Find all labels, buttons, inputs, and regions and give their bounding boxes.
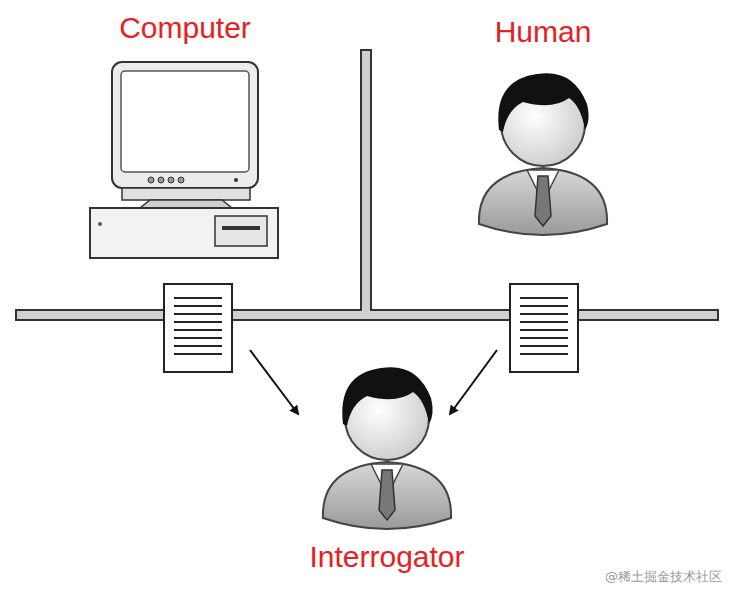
human-figure [479, 73, 607, 235]
watermark: @稀土掘金技术社区 [605, 568, 722, 586]
arrow [250, 350, 298, 414]
paper-slip [510, 284, 578, 372]
panel-label: Computer [119, 11, 251, 45]
paper-slip [164, 284, 232, 372]
arrow [450, 350, 497, 414]
panel-label: Human [495, 15, 592, 49]
panel-label: Interrogator [309, 540, 464, 574]
computer-icon [90, 62, 278, 258]
interrogator-figure [323, 367, 451, 529]
